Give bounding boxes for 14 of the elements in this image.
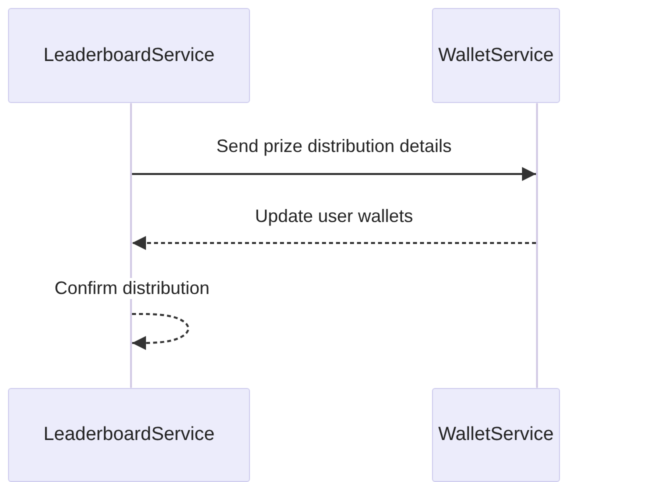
participant-box — [432, 388, 560, 482]
message-arrow — [132, 236, 536, 250]
participant-name: WalletService — [438, 424, 554, 446]
participant-box — [432, 8, 560, 103]
participant-name: WalletService — [438, 44, 554, 66]
participant-box — [8, 388, 250, 482]
participant-name: LeaderboardService — [43, 44, 215, 66]
message-label: Send prize distribution details — [214, 136, 454, 157]
lifeline — [130, 103, 132, 388]
message-arrow — [132, 167, 536, 181]
participant-name: LeaderboardService — [43, 424, 215, 446]
message-arrow — [132, 313, 190, 350]
lifeline — [536, 103, 538, 388]
participant-box — [8, 8, 250, 103]
